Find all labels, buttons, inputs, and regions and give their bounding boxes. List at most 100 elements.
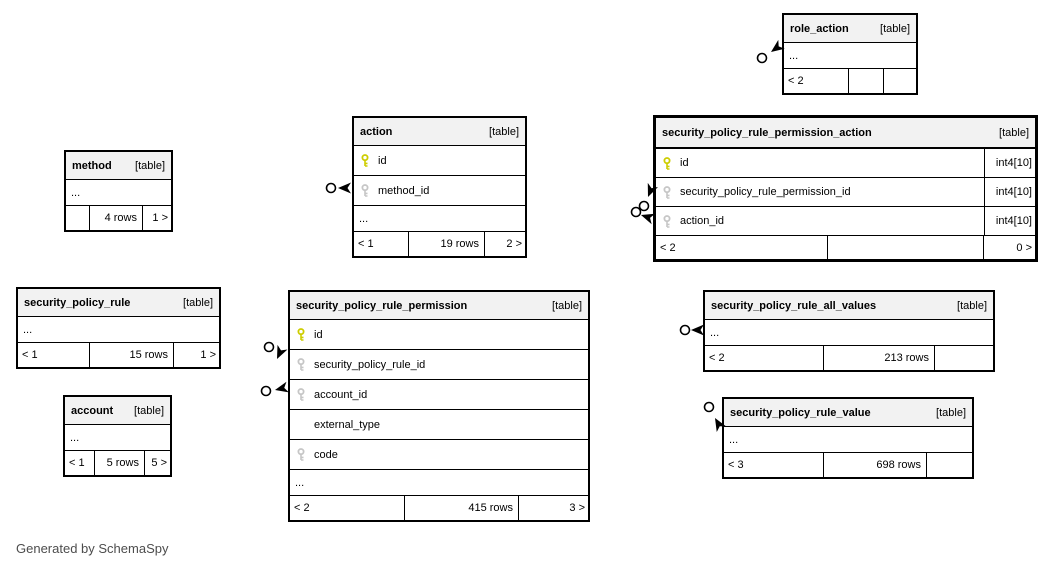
footer-child-count: 3 > — [569, 502, 585, 514]
footer-parent-count: < 1 — [65, 451, 95, 475]
footer-child-count: 5 > — [151, 457, 167, 469]
relationship-connector-icon-role_action — [756, 39, 785, 64]
footer-row-count: 19 rows — [409, 232, 485, 256]
relationship-connector-icon-sprp-1 — [263, 341, 288, 359]
table-header-action[interactable]: action [table] — [354, 118, 525, 146]
table-type-tag: [table] — [880, 22, 910, 35]
table-footer: < 1 5 rows 5 > — [65, 451, 170, 475]
table-footer: < 2 415 rows 3 > — [290, 496, 588, 520]
column-row: method_id — [354, 176, 525, 206]
table-title: account — [71, 404, 114, 417]
footer-row-count: 213 rows — [824, 346, 935, 370]
table-method: method [table] ... 4 rows 1 > — [64, 150, 173, 232]
column-type: int4[10] — [984, 149, 1035, 177]
table-footer: < 3 698 rows — [724, 453, 972, 477]
table-header-security_policy_rule[interactable]: security_policy_rule [table] — [18, 289, 219, 317]
column-type: int4[10] — [984, 207, 1035, 235]
column-row: id — [354, 146, 525, 176]
footer-child-count: 1 > — [200, 349, 216, 361]
table-title: action — [360, 125, 393, 138]
table-security_policy_rule_permission: security_policy_rule_permission [table] … — [288, 290, 590, 522]
column-name: action_id — [680, 215, 725, 227]
elided-columns-row: ... — [18, 317, 219, 343]
table-title: security_policy_rule_value — [730, 406, 871, 419]
generated-by-note: Generated by SchemaSpy — [16, 541, 169, 556]
footer-row-count: 698 rows — [824, 453, 927, 477]
table-footer: < 2 — [784, 69, 916, 93]
table-type-tag: [table] — [999, 126, 1029, 139]
table-footer: < 2 213 rows — [705, 346, 993, 370]
footer-parent-count: < 3 — [724, 453, 824, 477]
primary-key-icon — [359, 154, 371, 167]
column-name: id — [314, 328, 323, 341]
relationship-connector-icon-sprp-2 — [260, 381, 289, 397]
table-security_policy_rule: security_policy_rule [table] ... < 1 15 … — [16, 287, 221, 369]
column-row: code — [290, 440, 588, 470]
footer-parent-count: < 1 — [354, 232, 409, 256]
table-header-security_policy_rule_value[interactable]: security_policy_rule_value [table] — [724, 399, 972, 427]
primary-key-icon — [295, 328, 307, 341]
table-action: action [table] id method_id ... < 1 19 r… — [352, 116, 527, 258]
table-footer: < 1 15 rows 1 > — [18, 343, 219, 367]
foreign-key-icon — [295, 448, 307, 461]
table-header-security_policy_rule_permission_action[interactable]: security_policy_rule_permission_action [… — [656, 118, 1035, 149]
table-security_policy_rule_all_values: security_policy_rule_all_values [table] … — [703, 290, 995, 372]
table-security_policy_rule_permission_action: security_policy_rule_permission_action [… — [653, 115, 1038, 262]
table-role_action: role_action [table] ... < 2 — [782, 13, 918, 95]
elided-columns-row: ... — [354, 206, 525, 232]
foreign-key-icon — [359, 184, 371, 197]
elided-columns-row: ... — [705, 320, 993, 346]
table-title: method — [72, 159, 112, 172]
ellipsis-text: ... — [359, 212, 369, 225]
column-name: method_id — [378, 184, 430, 197]
footer-child-count — [884, 69, 916, 93]
foreign-key-icon — [295, 388, 307, 401]
column-type: int4[10] — [984, 178, 1035, 206]
ellipsis-text: ... — [789, 49, 799, 62]
column-row: id — [290, 320, 588, 350]
table-title: role_action — [790, 22, 849, 35]
column-row: id int4[10] — [656, 149, 1035, 178]
foreign-key-icon — [295, 358, 307, 371]
table-title: security_policy_rule — [24, 296, 131, 309]
table-account: account [table] ... < 1 5 rows 5 > — [63, 395, 172, 477]
table-header-method[interactable]: method [table] — [66, 152, 171, 180]
table-type-tag: [table] — [936, 406, 966, 419]
table-header-account[interactable]: account [table] — [65, 397, 170, 425]
footer-row-count: 4 rows — [90, 206, 143, 230]
footer-child-count: 0 > — [1016, 241, 1032, 254]
ellipsis-text: ... — [710, 326, 720, 339]
table-footer: < 2 0 > — [656, 236, 1035, 259]
column-row: external_type — [290, 410, 588, 440]
footer-row-count: 415 rows — [405, 496, 519, 520]
column-row: account_id — [290, 380, 588, 410]
footer-child-count — [927, 453, 972, 477]
ellipsis-text: ... — [23, 323, 33, 336]
footer-child-count — [935, 346, 993, 370]
elided-columns-row: ... — [66, 180, 171, 206]
table-header-security_policy_rule_permission[interactable]: security_policy_rule_permission [table] — [290, 292, 588, 320]
footer-parent-count: < 1 — [18, 343, 90, 367]
table-type-tag: [table] — [134, 404, 164, 417]
footer-parent-count: < 2 — [290, 496, 405, 520]
table-type-tag: [table] — [552, 299, 582, 312]
table-title: security_policy_rule_all_values — [711, 299, 877, 312]
footer-row-count — [849, 69, 884, 93]
elided-columns-row: ... — [65, 425, 170, 451]
table-title: security_policy_rule_permission — [296, 299, 468, 312]
table-header-role_action[interactable]: role_action [table] — [784, 15, 916, 43]
ellipsis-text: ... — [295, 476, 305, 489]
footer-child-count: 2 > — [506, 238, 522, 250]
column-row: security_policy_rule_id — [290, 350, 588, 380]
table-header-security_policy_rule_all_values[interactable]: security_policy_rule_all_values [table] — [705, 292, 993, 320]
footer-row-count: 5 rows — [95, 451, 145, 475]
elided-columns-row: ... — [784, 43, 916, 69]
elided-columns-row: ... — [724, 427, 972, 453]
ellipsis-text: ... — [71, 186, 81, 199]
table-title: security_policy_rule_permission_action — [662, 126, 872, 139]
footer-row-count — [828, 236, 984, 259]
column-name: security_policy_rule_permission_id — [680, 186, 851, 198]
elided-columns-row: ... — [290, 470, 588, 496]
column-name: id — [378, 154, 387, 167]
table-type-tag: [table] — [957, 299, 987, 312]
